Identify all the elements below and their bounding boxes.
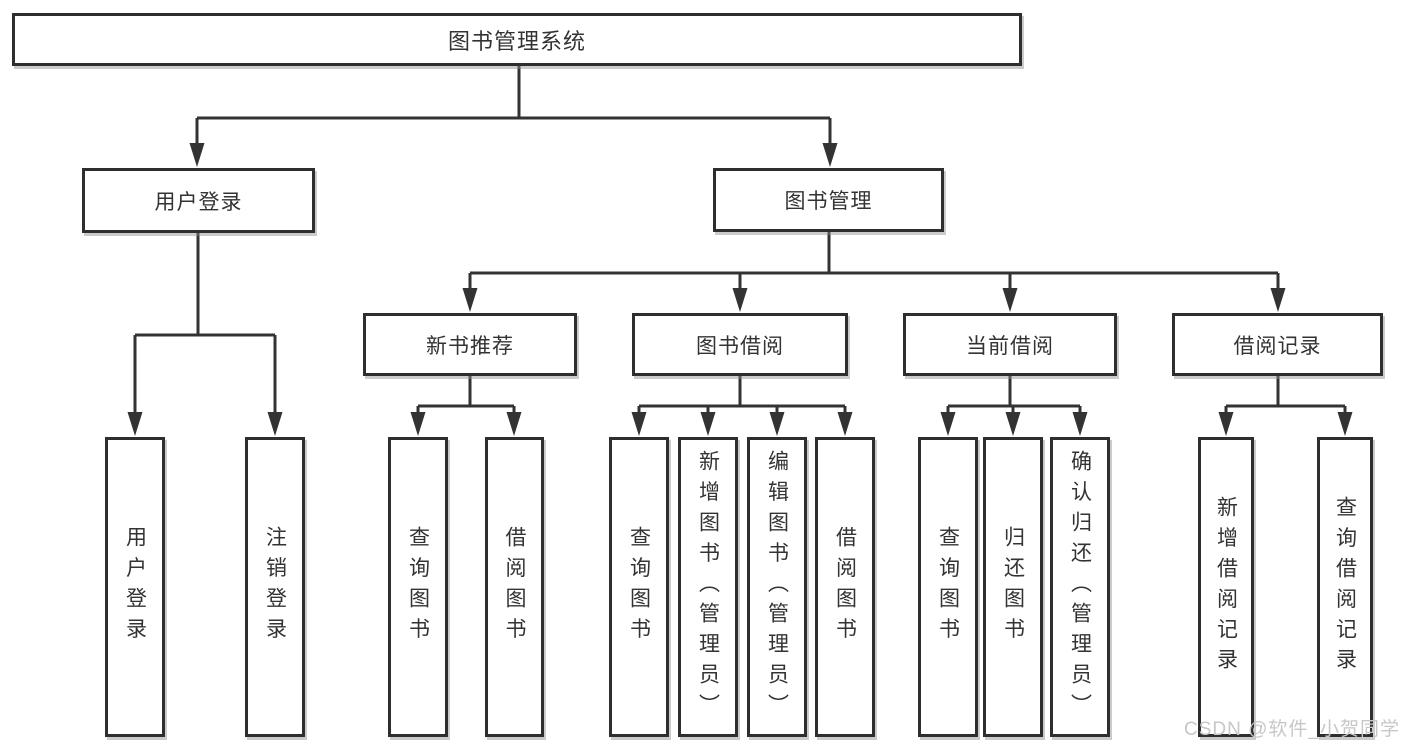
leaf-borrow-books-recommend: 借阅图书 [485,437,544,737]
leaf-label: 编辑图书（管理员） [765,449,789,725]
leaf-label: 新增图书（管理员） [696,449,720,725]
leaf-user-login: 用户登录 [105,437,165,737]
leaf-label: 查询图书 [406,526,430,648]
leaf-query-books-borrow: 查询图书 [609,437,669,737]
arrow-down-icon [1002,288,1018,312]
branch-bookmgmt-to-level3 [468,232,1280,295]
node-label: 新书推荐 [426,334,514,358]
arrow-down-icon [700,412,716,436]
arrow-down-icon [837,412,853,436]
node-label: 借阅记录 [1233,334,1322,358]
leaf-label: 借阅图书 [503,526,526,648]
arrow-down-icon [1072,412,1088,436]
node-user-login: 用户登录 [82,168,315,233]
csdn-watermark: CSDN @软件_小贺同学 [1184,719,1400,740]
leaf-query-books-recommend: 查询图书 [388,437,448,737]
arrow-down-icon [1005,412,1021,436]
branch-userlogin-to-leaves [133,233,277,420]
arrow-down-icon [127,412,143,436]
branch-records-to-leaves [1224,375,1347,420]
arrow-down-icon [189,143,205,167]
node-root-system: 图书管理系统 [12,13,1022,66]
leaf-label: 归还图书 [1001,526,1025,648]
leaf-borrow-books: 借阅图书 [815,437,875,737]
leaf-add-borrow-record: 新增借阅记录 [1198,437,1254,737]
arrow-down-icon [822,143,838,167]
leaf-query-borrow-record: 查询借阅记录 [1317,437,1373,737]
node-label: 当前借阅 [966,334,1054,358]
node-borrow-records: 借阅记录 [1172,313,1383,376]
arrow-down-icon [1270,288,1286,312]
leaf-label: 用户登录 [123,526,147,648]
arrow-down-icon [410,412,426,436]
leaf-query-books-current: 查询图书 [918,437,978,737]
leaf-label: 注销登录 [263,526,287,648]
node-current-borrow: 当前借阅 [903,313,1117,376]
leaf-label: 查询图书 [936,526,960,648]
branch-borrow-to-leaves [637,376,847,420]
leaf-return-books: 归还图书 [983,437,1043,737]
arrow-down-icon [732,288,748,312]
leaf-add-books-admin: 新增图书（管理员） [678,437,738,737]
arrow-down-icon [769,412,785,436]
node-new-book-recommend: 新书推荐 [363,313,577,376]
leaf-confirm-return-admin: 确认归还（管理员） [1050,437,1110,737]
node-label: 用户登录 [154,190,243,214]
arrow-down-icon [940,412,956,436]
leaf-edit-books-admin: 编辑图书（管理员） [747,437,807,737]
node-book-management: 图书管理 [713,168,944,232]
arrow-down-icon [267,412,283,436]
leaf-label: 查询借阅记录 [1333,495,1357,679]
leaf-logout: 注销登录 [245,437,305,737]
leaf-label: 新增借阅记录 [1214,495,1238,679]
arrow-down-icons [127,143,1353,436]
arrow-down-icon [506,412,522,436]
leaf-label: 查询图书 [627,526,651,648]
arrow-down-icon [462,288,478,312]
leaf-label: 确认归还（管理员） [1068,449,1092,725]
node-label: 图书管理 [784,190,873,213]
leaf-label: 借阅图书 [833,526,857,648]
branch-root-to-level2 [195,66,832,150]
arrow-down-icon [1218,412,1234,436]
arrow-down-icon [1337,412,1353,436]
node-label: 图书借阅 [696,334,784,358]
arrow-down-icon [631,412,647,436]
node-book-borrow: 图书借阅 [632,313,848,376]
branch-recommend-to-leaves [416,376,516,420]
node-label: 图书管理系统 [447,28,586,54]
